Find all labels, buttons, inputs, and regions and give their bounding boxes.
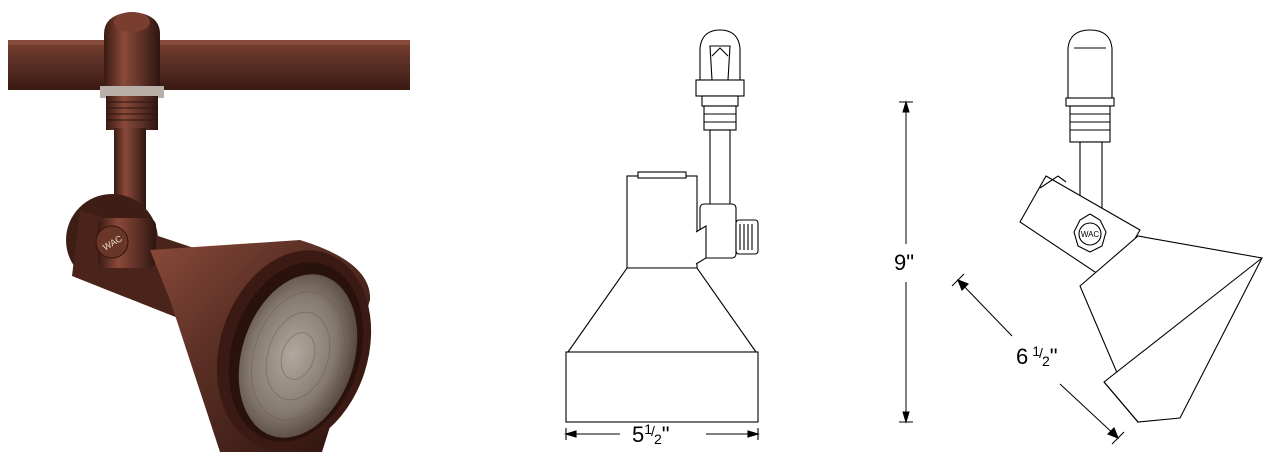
track-adapter [104,12,160,86]
front-view-drawing [564,29,760,440]
track-rail [8,40,410,90]
width-dimension-label: 51/2" [632,421,670,447]
fixture-lens [238,274,358,438]
product-photo: WAC [8,12,410,452]
front-shade [566,267,758,353]
height-dimension-line [899,100,913,424]
front-shade-rim [565,351,759,423]
side-logo: WAC [1081,230,1100,239]
side-view-drawing: WAC [951,29,1263,445]
height-dimension-label: 9" [894,250,915,275]
front-canister [626,175,698,269]
adapter-collar [100,86,164,98]
photo-logo-badge [95,225,129,259]
